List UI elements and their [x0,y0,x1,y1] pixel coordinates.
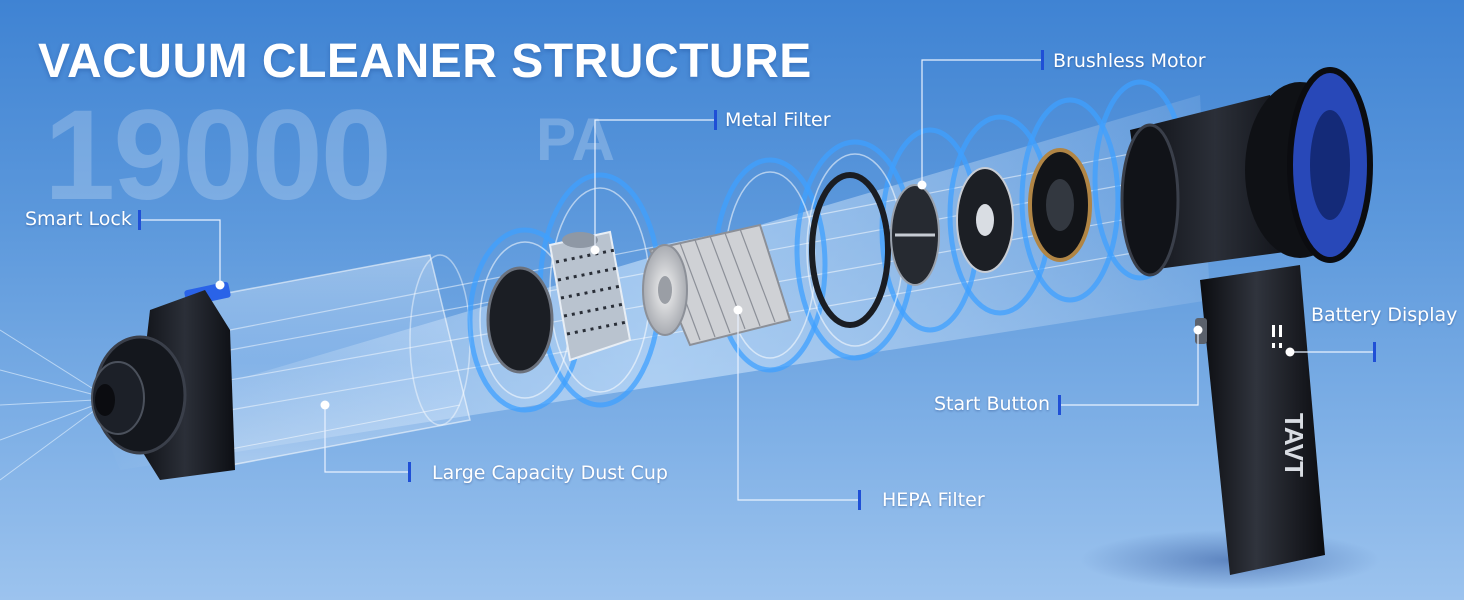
seal-ring [809,172,891,328]
filter-cover-disk [486,266,554,374]
callout-metal-filter: Metal Filter [725,109,831,131]
fan-blade [956,167,1014,273]
callout-start-button: Start Button [934,393,1051,415]
metal-filter [548,230,632,362]
leader-marks [138,50,1376,510]
air-spray [0,329,96,481]
suction-power-watermark: 19000 [44,84,392,227]
brushless-motor-core [1028,148,1092,262]
callout-brushless-motor: Brushless Motor [1053,50,1206,72]
callout-hepa-filter: HEPA Filter [882,489,985,511]
leader-dots [215,180,1295,410]
suction-unit-watermark: PA [536,106,615,173]
impeller-disk [890,184,940,286]
callout-dust-cup: Large Capacity Dust Cup [432,462,668,484]
diagram-title: VACUUM CLEANER STRUCTURE [38,35,812,88]
leader-lines [140,59,1375,501]
nozzle-head [91,290,235,480]
callout-smart-lock: Smart Lock [25,208,132,230]
callout-battery-display: Battery Display [1311,304,1458,326]
handle [1195,265,1325,575]
main-body [1120,67,1373,277]
brand-logo: TAVT [1279,413,1305,477]
svg-text:TAVT: TAVT [1279,413,1305,477]
